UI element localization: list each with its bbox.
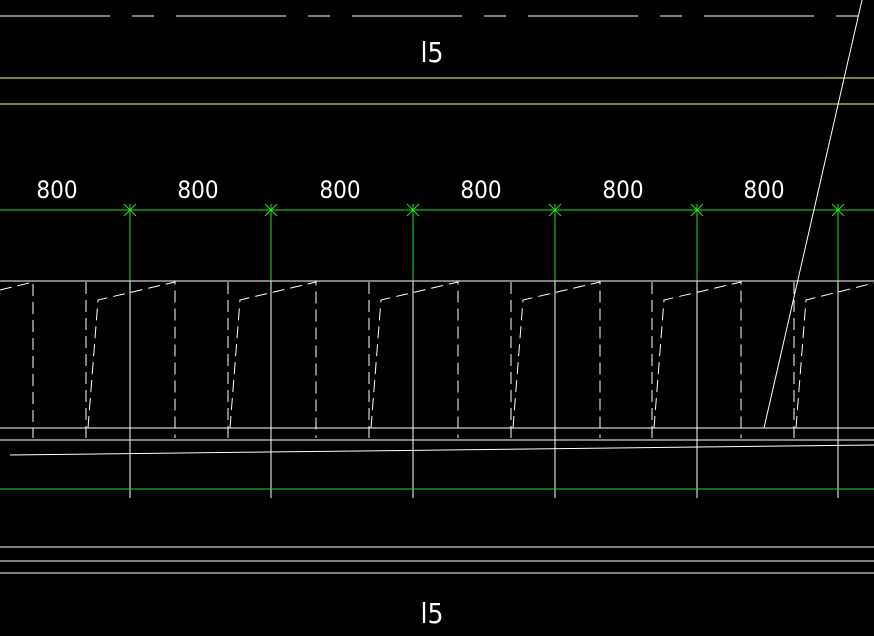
white-grid-lines	[129, 282, 839, 498]
dimension-tick	[264, 203, 278, 217]
top-label: l5	[420, 36, 443, 69]
bottom-label: l5	[420, 597, 443, 630]
dimension-text: 800	[460, 176, 501, 204]
dimension-text: 800	[36, 176, 77, 204]
dimension-text: 800	[602, 176, 643, 204]
dimension-tick	[690, 203, 704, 217]
dimension-tick	[406, 203, 420, 217]
dimension-tick	[123, 203, 137, 217]
sloped-base-line	[9, 444, 874, 456]
dashed-members	[0, 281, 874, 438]
dimension-tick	[548, 203, 562, 217]
dimension-labels: 800 800 800 800 800 800	[36, 176, 784, 204]
dimension-tick	[831, 203, 845, 217]
dimension-text: 800	[743, 176, 784, 204]
diagonal-line	[763, 0, 863, 429]
dimension-text: 800	[319, 176, 360, 204]
green-extension-lines	[123, 203, 845, 282]
dimension-text: 800	[177, 176, 218, 204]
